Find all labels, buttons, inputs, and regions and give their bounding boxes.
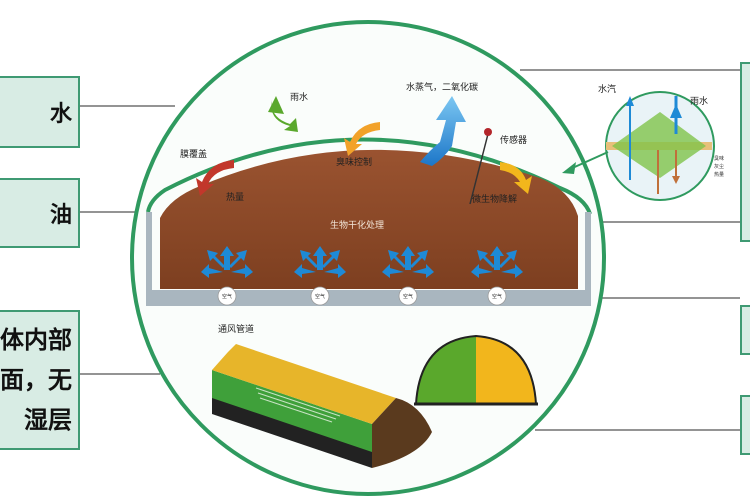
diagram-labels: 雨水 水蒸气，二氧化碳 膜覆盖 臭味控制 传感器 热量 微生物降解 生物干化处理… bbox=[180, 81, 527, 335]
side-label-1-text: ​​水 bbox=[49, 102, 72, 127]
label-vapor-co2: 水蒸气，二氧化碳 bbox=[406, 81, 478, 93]
air-label-1: 空气 bbox=[222, 293, 232, 300]
connector-lines bbox=[80, 69, 740, 431]
inset-label-side-1: 臭味 bbox=[714, 155, 724, 162]
air-blower-4 bbox=[471, 246, 523, 306]
side-label-3-line-1: ​体内部 bbox=[0, 326, 72, 354]
inset-label-side-2: 灰尘 bbox=[714, 163, 724, 170]
compost-pile bbox=[160, 149, 578, 289]
rain-arrow-icon bbox=[271, 100, 298, 132]
label-sensor: 传感器 bbox=[500, 134, 527, 146]
concrete-base bbox=[146, 212, 591, 306]
inset-label-side-3: 热量 bbox=[714, 171, 724, 178]
sensor-icon bbox=[484, 128, 492, 136]
air-label-2: 空气 bbox=[315, 293, 325, 300]
air-blower-2 bbox=[294, 246, 346, 306]
inset-label-vapor: 水汽 bbox=[598, 83, 616, 95]
air-blowers bbox=[201, 246, 523, 306]
air-labels: 空气 空气 空气 空气 bbox=[222, 293, 502, 300]
side-label-box-3: ​体内部 面，无 湿层 bbox=[0, 310, 80, 450]
label-heat: 热量 bbox=[226, 191, 244, 203]
label-odor: 臭味控制 bbox=[336, 156, 372, 168]
heat-arrow-icon bbox=[196, 160, 234, 196]
sensor-probe bbox=[469, 133, 489, 205]
dome-cross-section bbox=[414, 334, 538, 406]
label-pipe: 通风管道 bbox=[218, 323, 254, 335]
right-edge-box-2 bbox=[740, 305, 750, 355]
vapor-arrow-icon bbox=[420, 96, 466, 166]
ventilation-pipe bbox=[212, 344, 432, 468]
rain-arrow-head-icon bbox=[268, 96, 284, 114]
label-microbe: 微生物降解 bbox=[472, 193, 517, 205]
odor-arrow-icon bbox=[344, 122, 380, 156]
microbe-arrow-icon bbox=[500, 162, 532, 194]
side-label-2-text: ​​油 bbox=[49, 203, 72, 228]
air-label-3: 空气 bbox=[403, 293, 413, 300]
label-bio-dry: 生物干化处理 bbox=[330, 219, 384, 231]
air-label-4: 空气 bbox=[492, 293, 502, 300]
inset-detail: 水汽 雨水 臭味 灰尘 热量 bbox=[598, 83, 724, 201]
label-cover: 膜覆盖 bbox=[180, 148, 207, 160]
membrane-cover bbox=[146, 137, 592, 215]
side-label-3-line-2: 面，无 bbox=[0, 366, 72, 394]
label-rain: 雨水 bbox=[290, 91, 308, 103]
inset-rain-arrow-icon bbox=[670, 104, 682, 118]
inset-green-layer bbox=[612, 112, 706, 178]
inset-label-rain: 雨水 bbox=[690, 95, 708, 107]
right-edge-box-3 bbox=[740, 395, 750, 455]
air-blower-1 bbox=[201, 246, 253, 306]
right-edge-box-1 bbox=[740, 62, 750, 242]
side-label-box-2: ​​油 bbox=[0, 178, 80, 248]
side-label-box-1: ​​水 bbox=[0, 76, 80, 148]
air-blower-3 bbox=[382, 246, 434, 306]
side-label-3-line-3: 湿层 bbox=[24, 406, 72, 434]
inset-pointer-arrow-icon bbox=[562, 151, 609, 174]
